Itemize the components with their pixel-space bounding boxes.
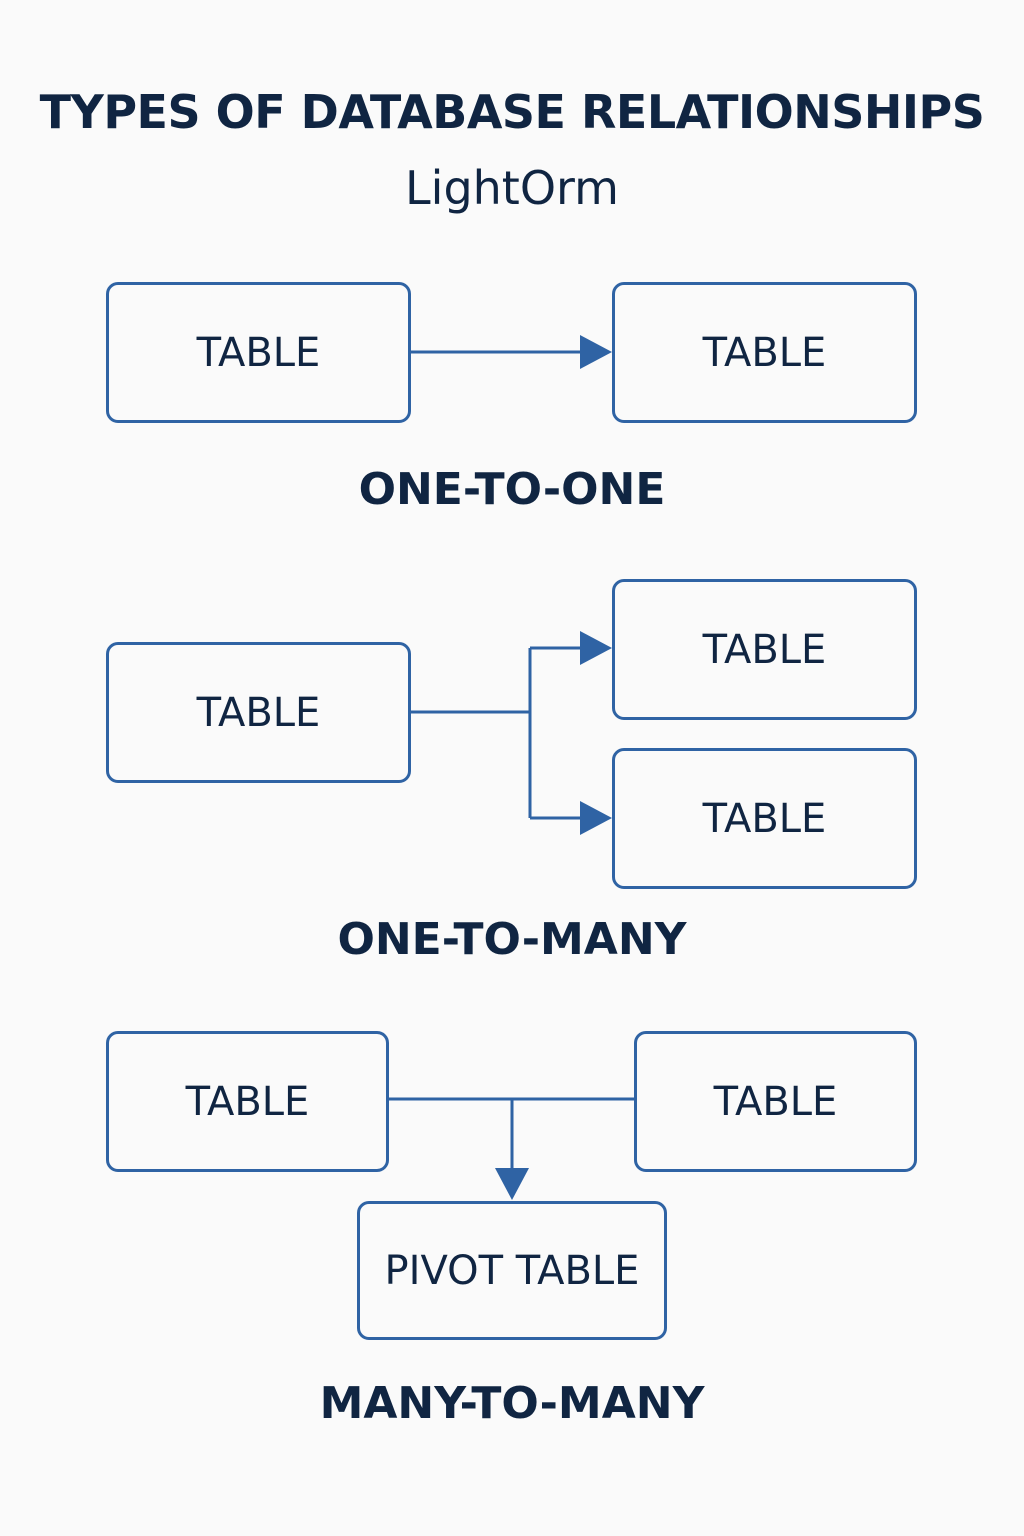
one-to-many-right-bottom-table: TABLE <box>612 748 917 889</box>
one-to-one-arrowhead <box>580 335 612 369</box>
one-to-many-left-table: TABLE <box>106 642 411 783</box>
one-to-one-right-table: TABLE <box>612 282 917 423</box>
one-to-many-arrowhead-bottom <box>580 801 612 835</box>
many-to-many-caption: MANY-TO-MANY <box>319 1378 705 1429</box>
one-to-many-right-top-table: TABLE <box>612 579 917 720</box>
many-to-many-arrowhead <box>495 1168 529 1200</box>
one-to-one-left-table: TABLE <box>106 282 411 423</box>
one-to-one-caption: ONE-TO-ONE <box>358 464 666 515</box>
many-to-many-right-table: TABLE <box>634 1031 917 1172</box>
diagram-subtitle: LightOrm <box>405 161 619 215</box>
one-to-many-caption: ONE-TO-MANY <box>337 914 687 965</box>
diagram-title: TYPES OF DATABASE RELATIONSHIPS <box>39 85 985 139</box>
many-to-many-left-table: TABLE <box>106 1031 389 1172</box>
one-to-many-arrowhead-top <box>580 631 612 665</box>
many-to-many-pivot-table: PIVOT TABLE <box>357 1201 667 1340</box>
